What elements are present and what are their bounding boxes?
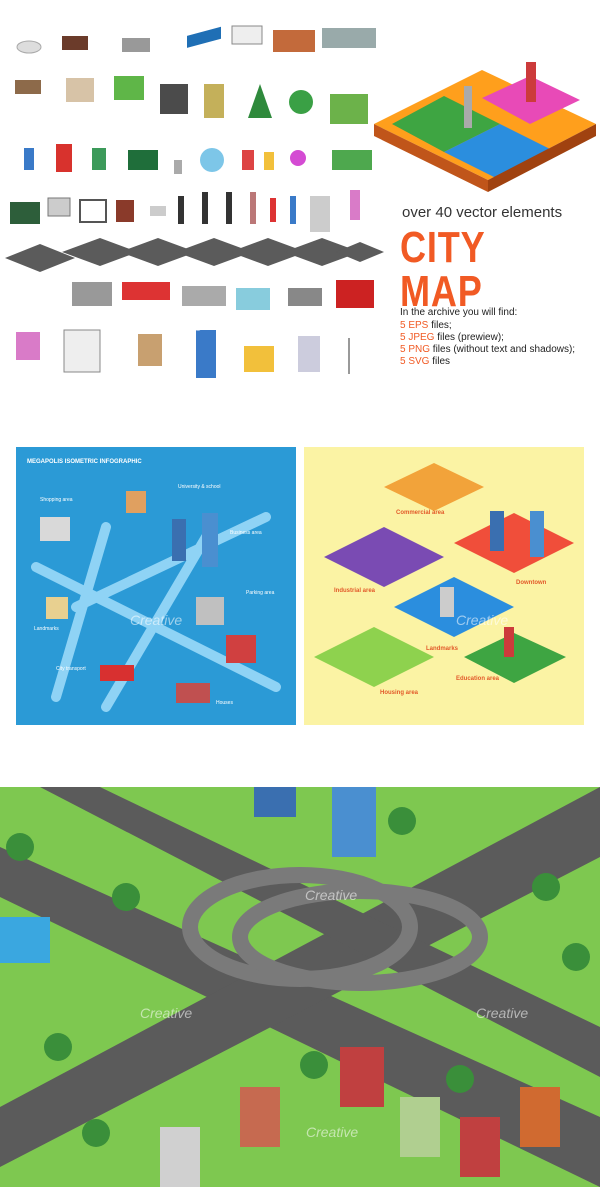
label-parking: Parking area: [246, 590, 275, 596]
highway-illustration: [0, 787, 600, 1187]
label-housing: Housing area: [380, 690, 419, 696]
label-shopping: Shopping area: [40, 497, 73, 503]
label-landmarks: Landmarks: [34, 626, 59, 632]
label-business: Business area: [230, 530, 262, 536]
item-icons-row4: [10, 190, 360, 232]
watermark: Creative: [305, 887, 358, 903]
infographic-title: MEGAPOLIS ISOMETRIC INFOGRAPHIC: [27, 459, 142, 465]
label-commercial: Commercial area: [396, 510, 445, 516]
infographic-right-illustration: [314, 463, 574, 687]
archive-intro: In the archive you will find:: [400, 307, 518, 318]
archive-item: 5 EPS files;: [400, 320, 452, 331]
infographic-left: [16, 447, 296, 725]
watermark: Creative: [456, 612, 509, 628]
city-map-thumbnail: [374, 62, 596, 192]
subtitle: over 40 vector elements: [402, 204, 563, 221]
building-icons-row: [16, 329, 350, 378]
label-education: Education area: [456, 676, 500, 682]
label-houses: Houses: [216, 700, 233, 706]
archive-item: 5 PNG files (without text and shadows);: [400, 344, 576, 355]
watermark: Creative: [300, 318, 353, 334]
watermark: Creative: [140, 1005, 193, 1021]
archive-item: 5 JPEG files (prewiew);: [400, 332, 504, 343]
infographic-left-illustration: [31, 491, 281, 712]
top-panel: over 40 vector elements CITY MAP In the …: [0, 0, 600, 405]
label-industrial: Industrial area: [334, 588, 376, 594]
elements-illustration: [5, 25, 596, 378]
watermark: Creative: [130, 612, 183, 628]
road-pieces-row: [5, 238, 384, 272]
item-icons-row1: [16, 25, 376, 54]
infographic-right: [304, 447, 584, 725]
archive-list: 5 EPS files; 5 JPEG files (prewiew); 5 P…: [400, 320, 575, 368]
page-title: CITY MAP: [400, 223, 485, 316]
item-icons-row3: [24, 144, 372, 174]
watermark: Creative: [150, 318, 203, 334]
label-landmarks-right: Landmarks: [426, 646, 459, 652]
label-university: University & school: [178, 484, 221, 490]
highway-scene: [0, 787, 600, 1187]
watermark: Creative: [306, 1124, 359, 1140]
item-icons-row2: [15, 76, 368, 124]
label-downtown: Downtown: [516, 580, 547, 586]
watermark: Creative: [476, 1005, 529, 1021]
archive-item: 5 SVG files: [400, 356, 451, 367]
structure-icons-row: [72, 280, 374, 310]
label-city-transport: City transport: [56, 666, 86, 672]
